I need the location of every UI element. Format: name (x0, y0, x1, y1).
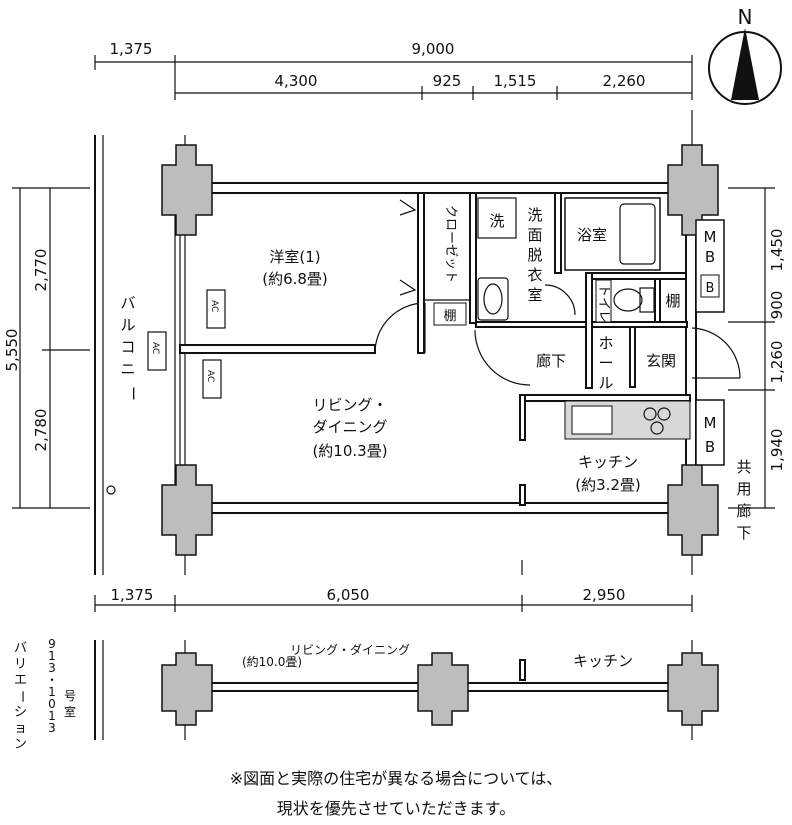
variation-label-1-char-4: ー (14, 690, 29, 703)
variation-label-1-char-2: リ (14, 657, 27, 672)
dim-bottom-seg-1: 1,375 (111, 586, 154, 604)
room-labels: 洋室(1) (約6.8畳) クローゼット 棚 洗 洗 面 脱 衣 室 浴室 トイ… (120, 205, 751, 542)
note-line-2: 現状を優先させていただきます。 (276, 799, 516, 818)
living-size: (約10.3畳) (312, 442, 387, 460)
variation-label-2-char-4: ・ (46, 673, 58, 687)
dim-left-seg-2: 2,780 (32, 409, 50, 452)
variation-label-2-char-9: 号 (64, 689, 76, 703)
kitchen-name: キッチン (578, 453, 638, 471)
dim-top-total: 9,000 (412, 40, 455, 58)
ac-label-3: AC (205, 370, 215, 382)
mb-bottom-m: M (704, 414, 717, 432)
western-room-name: 洋室(1) (269, 248, 320, 266)
bottom-dimensions: 1,375 6,050 2,950 (94, 586, 693, 612)
ac-label-1: AC (209, 300, 219, 312)
mb-bottom-b: B (705, 438, 715, 456)
dim-top-seg-3: 1,515 (494, 72, 537, 90)
toilet-label: トイレ (596, 284, 611, 323)
shared-corridor-char-4: 下 (736, 524, 751, 542)
variation-label-2-char-3: 3 (48, 661, 56, 675)
right-dimensions: 1,450 900 1,260 1,940 (728, 187, 786, 509)
top-dimensions: 1,375 9,000 4,300 925 1,515 2,260 (94, 40, 693, 100)
shared-corridor-char-1: 共 (736, 458, 751, 476)
closet-label: クローゼット (443, 205, 458, 283)
shelf-small-label: 棚 (443, 309, 456, 324)
variation-label-1-char-3: エ (14, 673, 27, 688)
balcony-char-3: コ (120, 338, 135, 356)
washroom-char-3: 脱 (527, 246, 542, 264)
columns (161, 144, 719, 556)
left-dimensions: 5,550 2,770 2,780 (3, 187, 90, 509)
ac-label-2: AC (150, 342, 160, 354)
variation-label-2-char-8: 3 (48, 721, 56, 735)
balcony-char-5: ー (124, 386, 142, 401)
kitchen-size: (約3.2畳) (575, 476, 641, 494)
western-room-size: (約6.8畳) (262, 270, 328, 288)
variation-label-1-char-6: ョ (14, 721, 27, 736)
variation-label-1-char-7: ン (14, 737, 27, 752)
entrance-label: 玄関 (646, 352, 676, 370)
variation-label-2-char-1: 9 (48, 637, 56, 651)
living-name-1: リビング・ (312, 396, 387, 414)
dim-bottom-seg-3: 2,950 (583, 586, 626, 604)
washroom-char-5: 室 (527, 286, 542, 304)
variation-label-2-char-2: 1 (48, 649, 56, 663)
living-name-2: ダイニング (312, 418, 387, 436)
hall-char-2: ー (598, 354, 613, 372)
fixtures (147, 197, 725, 466)
variation-kitchen-label: キッチン (573, 652, 633, 670)
bathroom-label: 浴室 (577, 226, 607, 244)
variation-label-2-char-10: 室 (64, 704, 76, 719)
interior-walls (179, 192, 741, 506)
washer-label: 洗 (489, 212, 504, 230)
note-line-1: ※図面と実際の住宅が異なる場合については、 (229, 769, 563, 788)
dim-top-seg-4: 2,260 (603, 72, 646, 90)
shared-corridor-char-3: 廊 (736, 502, 751, 520)
dim-top-seg-1: 4,300 (275, 72, 318, 90)
dim-left-total: 5,550 (3, 329, 21, 372)
variation-living-size: (約10.0畳) (242, 654, 302, 669)
hall-char-1: ホ (598, 334, 613, 352)
dim-right-seg-3: 1,260 (768, 341, 786, 384)
compass: N (708, 5, 782, 105)
corridor-label: 廊下 (536, 352, 566, 370)
variation-label-1-char-1: バ (14, 641, 27, 656)
dim-left-seg-1: 2,770 (32, 249, 50, 292)
dim-right-seg-1: 1,450 (768, 229, 786, 272)
mb-top-b: B (705, 248, 715, 266)
dim-top-seg-2: 925 (433, 72, 462, 90)
shared-corridor-char-2: 用 (736, 480, 751, 498)
dim-right-seg-4: 1,940 (768, 429, 786, 472)
variation-label-1-char-5: シ (14, 705, 27, 720)
mb-top-box-b: B (706, 281, 715, 296)
dim-right-seg-2: 900 (768, 291, 786, 320)
dim-bottom-seg-2: 6,050 (327, 586, 370, 604)
hall-char-3: ル (598, 374, 613, 392)
shelf-right-label: 棚 (665, 292, 680, 310)
north-label: N (738, 5, 753, 29)
washroom-char-2: 面 (527, 226, 542, 244)
washroom-char-1: 洗 (527, 206, 542, 224)
mb-top-m: M (704, 228, 717, 246)
variation-label-2-char-6: 0 (48, 697, 56, 711)
washroom-char-4: 衣 (527, 266, 542, 284)
variation-label-2-char-5: 1 (48, 685, 56, 699)
variation-label-2-char-7: 1 (48, 709, 56, 723)
balcony-char-1: バ (120, 294, 135, 312)
variation-living-name: リビング・ダイニング (290, 642, 410, 657)
balcony-char-2: ル (120, 316, 135, 334)
variation-plan: バ リ エ ー シ ョ ン 9 1 3 ・ 1 0 1 3 号 室 (約10.0… (14, 637, 719, 752)
dim-top-left: 1,375 (110, 40, 153, 58)
balcony-char-4: ニ (120, 360, 135, 378)
